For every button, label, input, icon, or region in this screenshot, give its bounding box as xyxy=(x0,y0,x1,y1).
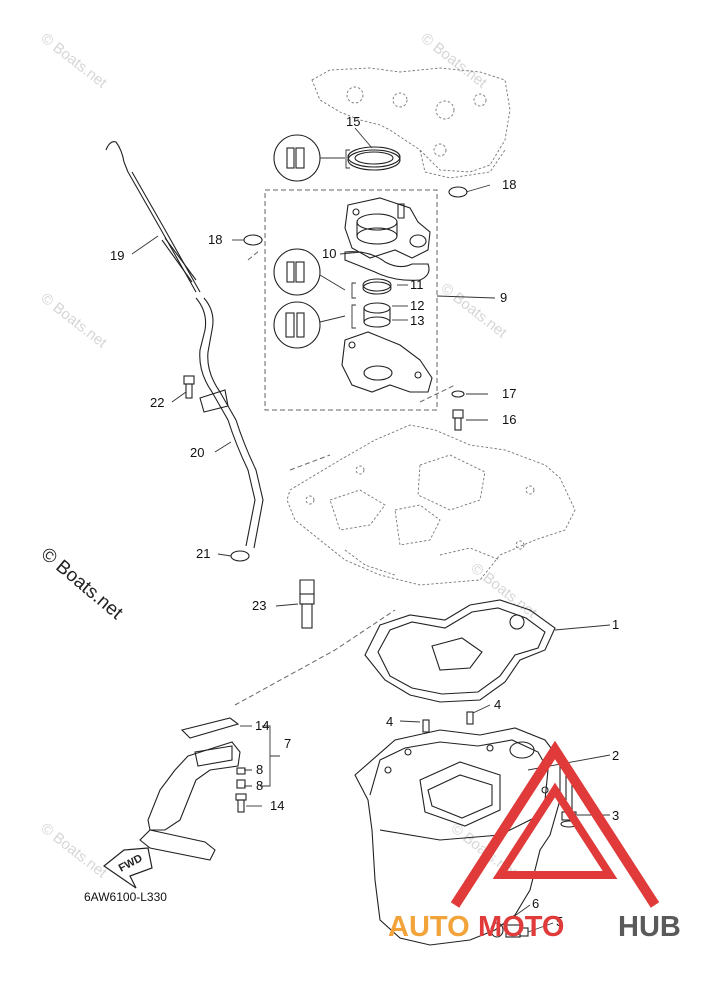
part-22-bolt xyxy=(183,375,195,399)
watermark: © Boats.net xyxy=(38,820,111,882)
part-19-dipstick xyxy=(105,141,201,293)
part-18-oring-right xyxy=(448,186,468,198)
callout-4: 4 xyxy=(494,697,501,712)
logo-triangle-inner xyxy=(492,782,618,879)
callout-labels: 15 18 18 10 11 12 13 9 17 16 19 22 20 21… xyxy=(110,114,619,929)
part-15-oring xyxy=(347,146,401,171)
callout-2: 2 xyxy=(612,748,619,763)
part-4-dowel-right xyxy=(466,711,474,725)
part-16-bolt xyxy=(452,409,464,431)
callout-7: 7 xyxy=(284,736,291,751)
part-18-oring-left xyxy=(243,234,263,246)
callout-9: 14 xyxy=(255,718,269,733)
callout-1: 1 xyxy=(612,617,619,632)
part-8-seal xyxy=(236,779,246,789)
watermark: © Boats.net xyxy=(38,290,111,352)
logo-triangle-outer xyxy=(450,740,660,908)
leader-lines xyxy=(131,127,611,933)
automotohub-logo: AUTO MOTO HUB xyxy=(388,740,681,943)
callout-14: 13 xyxy=(410,313,424,328)
callout-17: 17 xyxy=(502,386,516,401)
callout-8: 8 xyxy=(256,762,263,777)
callout-23: 23 xyxy=(252,598,266,613)
callout-6: 6 xyxy=(532,896,539,911)
part-8-seal xyxy=(236,767,246,775)
callout-12: 10 xyxy=(322,246,336,261)
big-watermark: © Boats.net xyxy=(37,544,127,625)
part-17-washer xyxy=(451,390,465,398)
callout-20: 20 xyxy=(190,445,204,460)
part-4-dowel-left xyxy=(422,719,430,733)
callout-18: 18 xyxy=(208,232,222,247)
part-20-guide-tube xyxy=(195,297,264,549)
part-13-ring xyxy=(362,278,392,295)
watermark: © Boats.net xyxy=(418,30,491,92)
logo-text-auto: AUTO xyxy=(388,911,470,943)
callout-21: 21 xyxy=(196,546,210,561)
logo-text-moto: MOTO xyxy=(478,911,564,943)
callout-14: 12 xyxy=(410,298,424,313)
part-23-plug xyxy=(299,579,315,629)
cylinder-block-ghost xyxy=(311,67,511,179)
callout-8: 8 xyxy=(256,778,263,793)
watermark: © Boats.net xyxy=(468,560,541,622)
callout-4: 4 xyxy=(386,714,393,729)
callout-19: 19 xyxy=(110,248,124,263)
callout-10: 14 xyxy=(270,798,284,813)
part-7-oil-strainer xyxy=(139,717,241,861)
part-1-gasket xyxy=(364,599,556,703)
callout-18: 18 xyxy=(502,177,516,192)
callout-16: 16 xyxy=(502,412,516,427)
watermark: © Boats.net xyxy=(38,30,111,92)
callout-13: 11 xyxy=(410,277,424,292)
detail-circle-top xyxy=(273,134,350,182)
callout-5: 5 xyxy=(556,914,563,929)
callout-15: 15 xyxy=(346,114,360,129)
part-14-oil-seals xyxy=(363,302,391,328)
part-6-gasket xyxy=(490,922,504,938)
diagram-code: 6AW6100-L330 xyxy=(84,890,167,904)
assembly-box xyxy=(264,189,438,411)
callout-11: 9 xyxy=(500,290,507,305)
part-21-oring xyxy=(230,550,250,562)
detail-circle-mid xyxy=(273,248,356,299)
part-11-lower-housing xyxy=(341,331,433,393)
part-11-upper-housing xyxy=(344,197,431,259)
part-12-wire-gasket xyxy=(344,251,430,281)
callout-22: 22 xyxy=(150,395,164,410)
part-10-bolt xyxy=(235,793,247,813)
exhaust-guide-ghost xyxy=(286,424,576,586)
callout-3: 3 xyxy=(612,808,619,823)
logo-text-hub: HUB xyxy=(618,911,681,943)
fwd-arrow: FWD xyxy=(102,847,153,889)
detail-circle-low xyxy=(273,301,356,349)
